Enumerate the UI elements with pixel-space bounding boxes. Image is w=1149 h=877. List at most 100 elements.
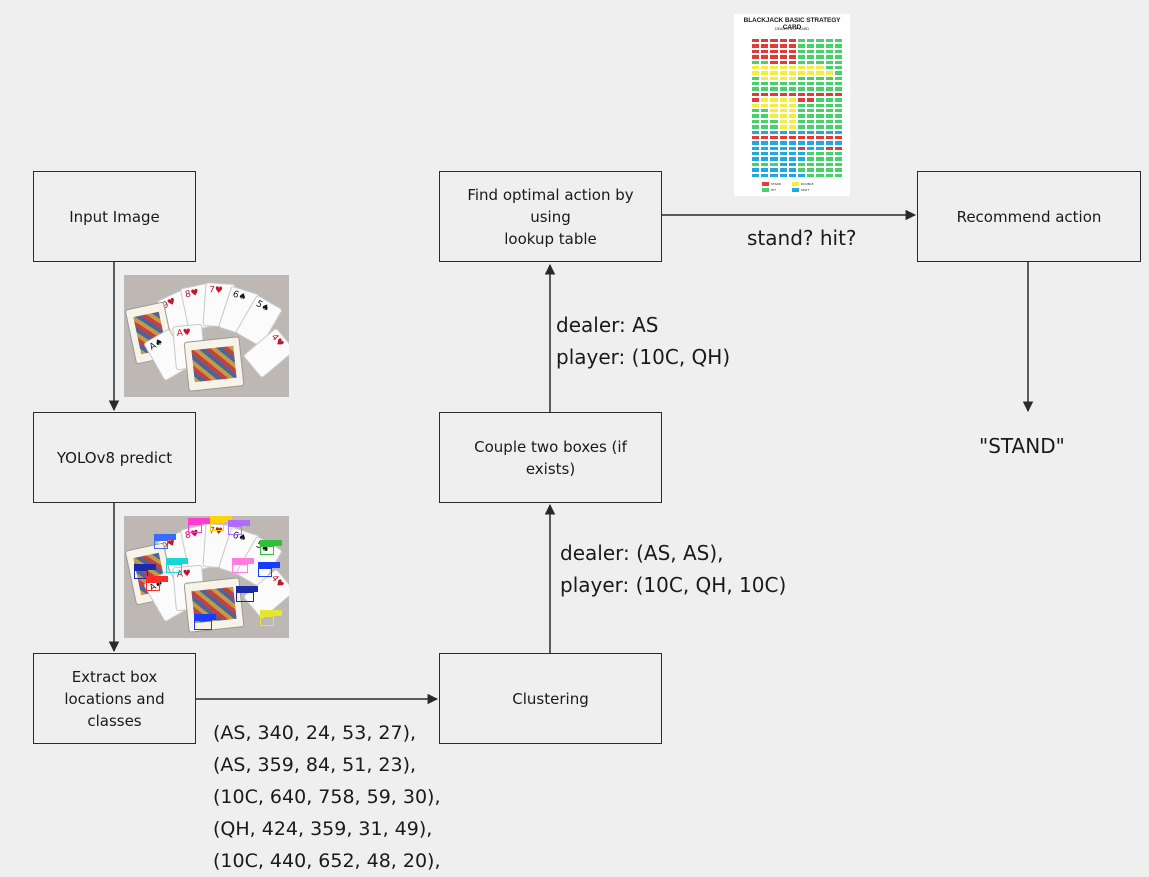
yolo-predict-box: YOLOv8 predict	[33, 412, 196, 503]
strategy-legend: STAND DOUBLE HIT SPLIT	[762, 182, 844, 194]
strategy-cell	[797, 54, 807, 60]
strategy-cell	[815, 108, 825, 114]
strategy-cell	[787, 140, 797, 146]
strategy-cell	[797, 118, 807, 125]
detection-line: (AS, 359, 84, 51, 23),	[213, 754, 417, 776]
strategy-cell	[797, 172, 807, 178]
strategy-cell	[787, 97, 797, 103]
strategy-cell	[751, 118, 761, 125]
strategy-cell	[806, 108, 816, 114]
strategy-cell	[833, 59, 843, 65]
strategy-cell	[806, 113, 816, 119]
strategy-cell	[751, 134, 761, 141]
strategy-cell	[815, 43, 825, 49]
strategy-cell	[833, 134, 843, 141]
strategy-cell	[797, 97, 807, 103]
strategy-cell	[815, 118, 825, 125]
strategy-cell	[769, 59, 779, 65]
strategy-cell	[751, 43, 761, 49]
strategy-cell	[833, 38, 843, 44]
strategy-cell	[778, 81, 788, 87]
strategy-cell	[751, 108, 761, 114]
strategy-cell	[778, 38, 788, 44]
strategy-cell	[769, 129, 779, 135]
strategy-cell	[760, 91, 770, 98]
strategy-cell	[806, 59, 816, 65]
hands-label: dealer: AS player: (10C, QH)	[556, 309, 730, 373]
strategy-cell	[778, 75, 788, 82]
strategy-cell	[778, 43, 788, 49]
clustering-box: Clustering	[439, 653, 662, 744]
strategy-cell	[787, 118, 797, 125]
strategy-cell	[787, 161, 797, 168]
strategy-cell	[833, 54, 843, 60]
find-action-label-line-1: Find optimal action by using	[467, 185, 634, 226]
strategy-cell	[760, 64, 770, 71]
legend-double: DOUBLE	[801, 182, 814, 186]
strategy-card-subtitle: DEALER'S UP CARD	[775, 27, 809, 31]
strategy-cell	[760, 86, 770, 92]
strategy-cell	[751, 75, 761, 82]
strategy-cell	[806, 64, 816, 71]
yolo-predict-label: YOLOv8 predict	[56, 448, 173, 467]
strategy-cell	[797, 113, 807, 119]
strategy-cell	[751, 64, 761, 71]
strategy-cell	[760, 161, 770, 168]
strategy-cell	[833, 156, 843, 162]
strategy-cell	[815, 54, 825, 60]
strategy-cell	[824, 54, 834, 60]
extract-label-line-3: classes	[87, 711, 142, 730]
strategy-cell	[778, 118, 788, 125]
detection-line: (AS, 340, 24, 53, 27),	[213, 722, 417, 744]
predicted-cards-photo: 9♥ 8♥ 7♥ 6♠ 5♠ 4♥ A♠ A♥	[124, 516, 289, 638]
strategy-cell	[824, 161, 834, 168]
couple-boxes-box: Couple two boxes (if exists)	[439, 412, 662, 503]
result-label: "STAND"	[979, 434, 1065, 458]
strategy-cell	[778, 129, 788, 135]
strategy-cell	[833, 167, 843, 173]
strategy-card-title: BLACKJACK BASIC STRATEGY CARD	[743, 17, 841, 31]
strategy-cell	[769, 172, 779, 178]
strategy-cell	[824, 43, 834, 49]
strategy-cell	[833, 151, 843, 157]
strategy-cell	[815, 59, 825, 65]
strategy-cell	[833, 124, 843, 130]
extract-label-line-1: Extract box	[71, 667, 158, 686]
strategy-cell	[778, 54, 788, 60]
strategy-cell	[815, 75, 825, 82]
strategy-cell	[824, 81, 834, 87]
strategy-cell	[797, 38, 807, 44]
strategy-cell	[797, 64, 807, 71]
strategy-cell	[833, 129, 843, 135]
strategy-cell	[760, 113, 770, 119]
input-cards-photo: 9♥ 8♥ 7♥ 6♠ 5♠ 4♥ A♠ A♥	[124, 275, 289, 397]
strategy-cell	[815, 167, 825, 173]
strategy-cell	[778, 161, 788, 168]
strategy-cell	[778, 64, 788, 71]
strategy-cell	[806, 38, 816, 44]
strategy-cell	[751, 70, 761, 76]
strategy-cell	[824, 167, 834, 173]
strategy-cell	[769, 156, 779, 162]
strategy-cell	[824, 129, 834, 135]
strategy-cell	[769, 38, 779, 44]
strategy-cell	[769, 70, 779, 76]
strategy-cell	[751, 59, 761, 65]
strategy-cell	[806, 86, 816, 92]
strategy-cell	[815, 129, 825, 135]
strategy-cell	[787, 172, 797, 178]
strategy-cell	[751, 145, 761, 152]
strategy-cell	[833, 145, 843, 152]
strategy-cell	[769, 81, 779, 87]
strategy-cell	[824, 134, 834, 141]
strategy-cell	[778, 91, 788, 98]
input-image-box: Input Image	[33, 171, 196, 262]
find-action-box: Find optimal action by using lookup tabl…	[439, 171, 662, 262]
strategy-cell	[806, 54, 816, 60]
strategy-cell	[751, 38, 761, 44]
strategy-cell	[751, 151, 761, 157]
strategy-cell	[833, 75, 843, 82]
strategy-cell	[760, 54, 770, 60]
strategy-cell	[787, 86, 797, 92]
strategy-cell	[815, 172, 825, 178]
